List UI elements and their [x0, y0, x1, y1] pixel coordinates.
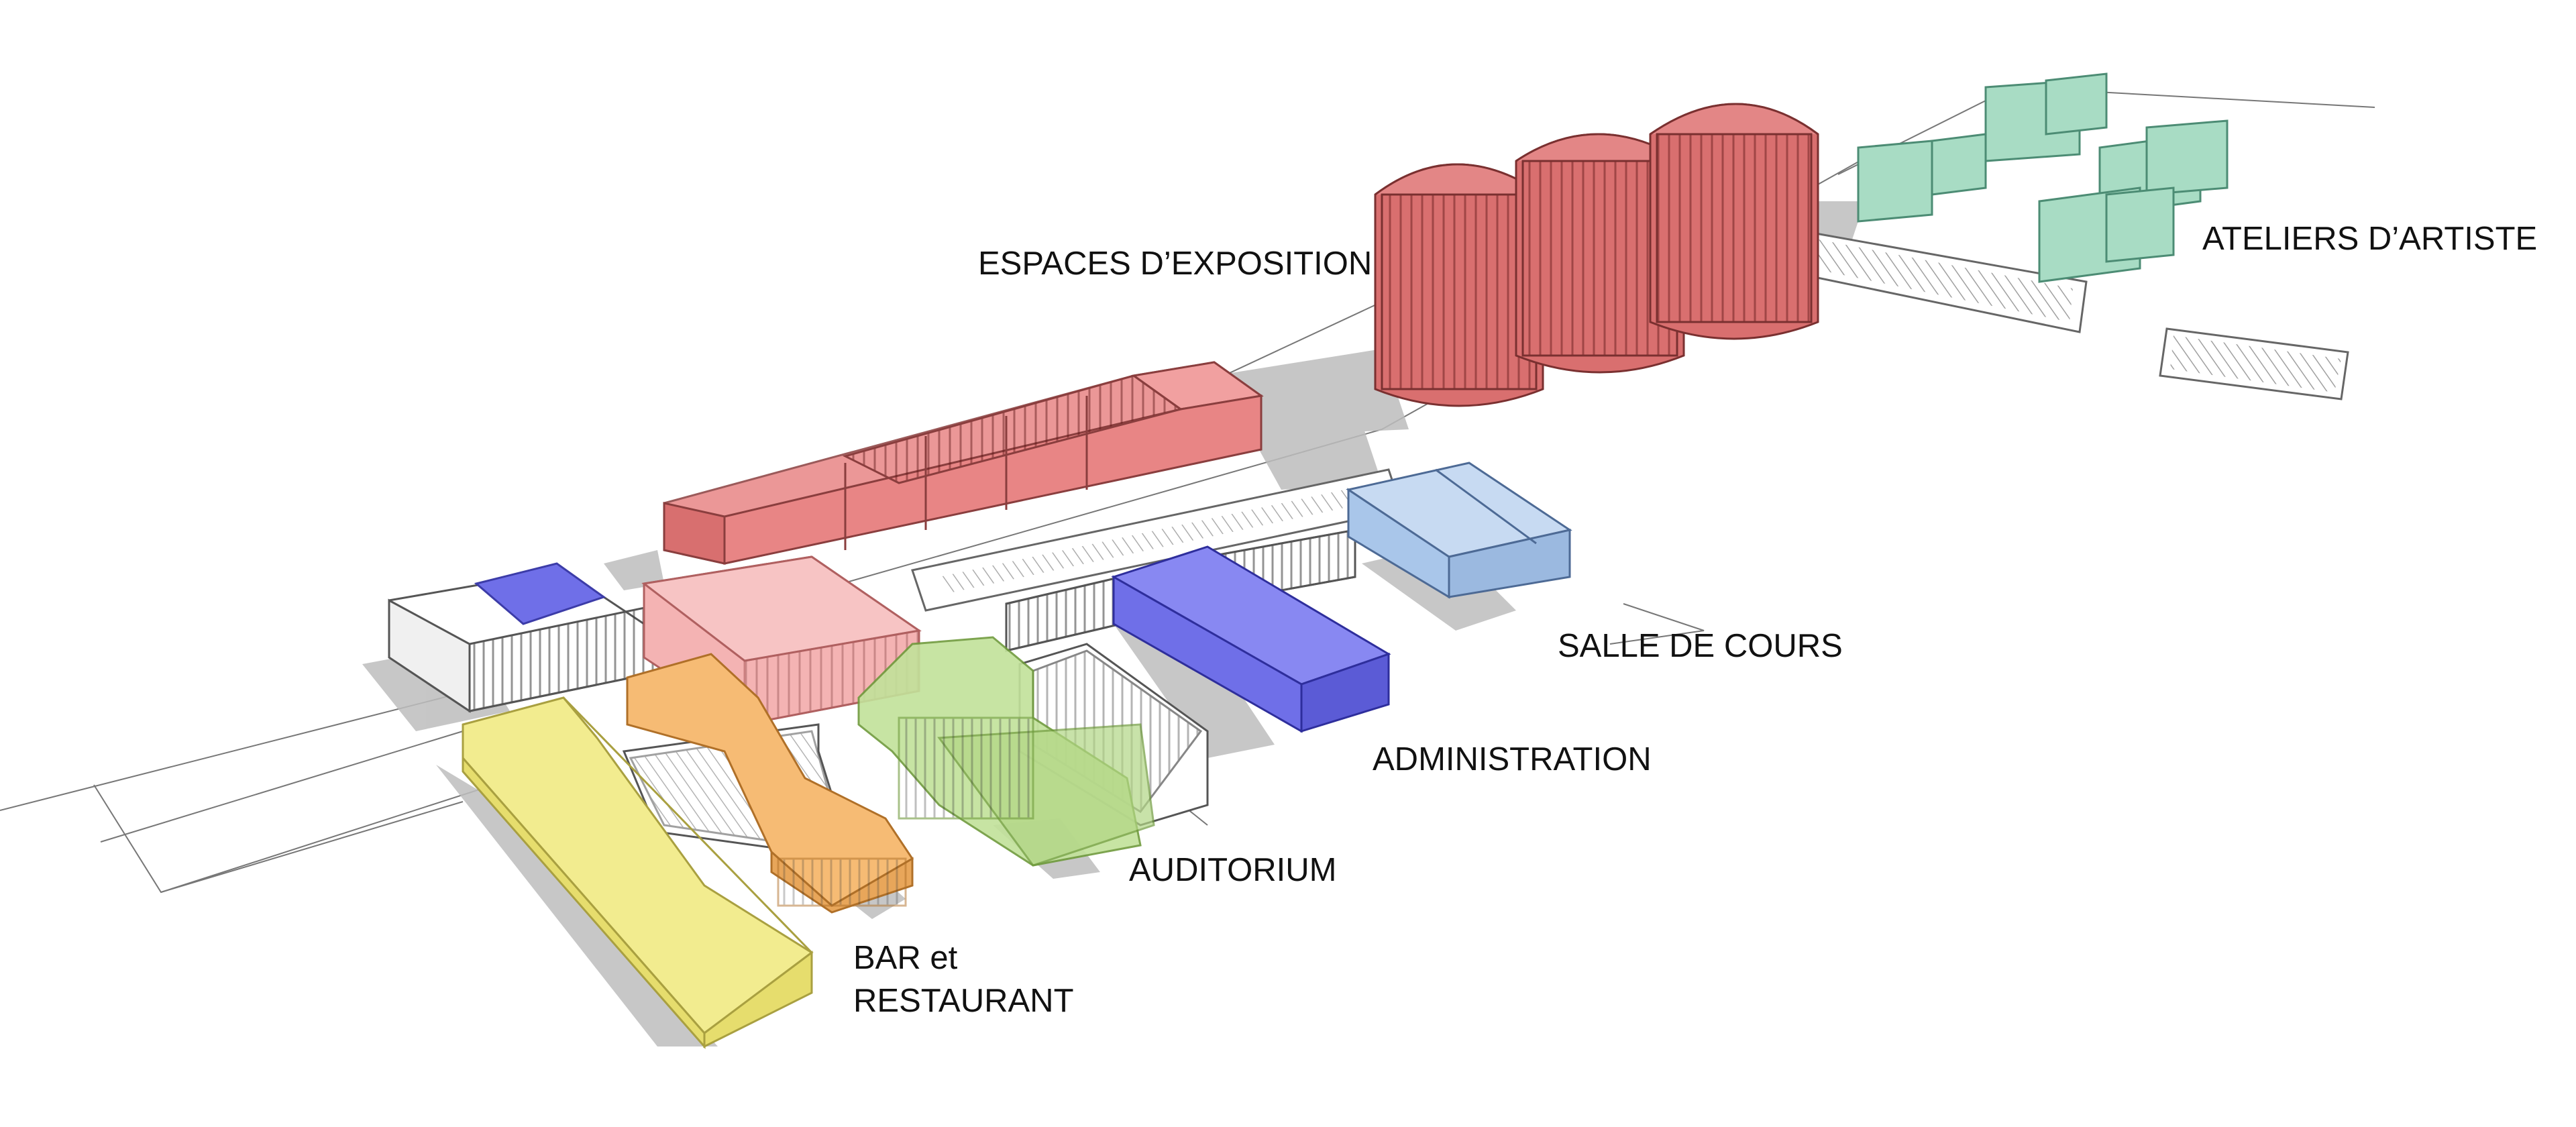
label-bar-restaurant: BAR et RESTAURANT: [853, 937, 1074, 1022]
bar-building: [462, 696, 814, 1049]
label-bar-line2: RESTAURANT: [853, 982, 1074, 1019]
roof-accent: [474, 562, 606, 625]
label-salle-de-cours: SALLE DE COURS: [1558, 628, 1843, 664]
label-administration: ADMINISTRATION: [1373, 741, 1652, 777]
label-bar-line1: BAR et: [853, 940, 958, 976]
silos: [1374, 103, 1819, 407]
ateliers: [1857, 72, 2229, 283]
label-espaces-exposition: ESPACES D’EXPOSITION: [978, 246, 1373, 282]
auditorium-building: [857, 636, 1155, 867]
classroom-building: [1346, 462, 1572, 599]
exhibition-hall: [663, 361, 1264, 565]
restaurant-building: [626, 653, 914, 914]
label-ateliers-artiste: ATELIERS D’ARTISTE: [2202, 221, 2538, 257]
label-auditorium: AUDITORIUM: [1129, 852, 1337, 888]
administration-building: [1111, 545, 1391, 733]
